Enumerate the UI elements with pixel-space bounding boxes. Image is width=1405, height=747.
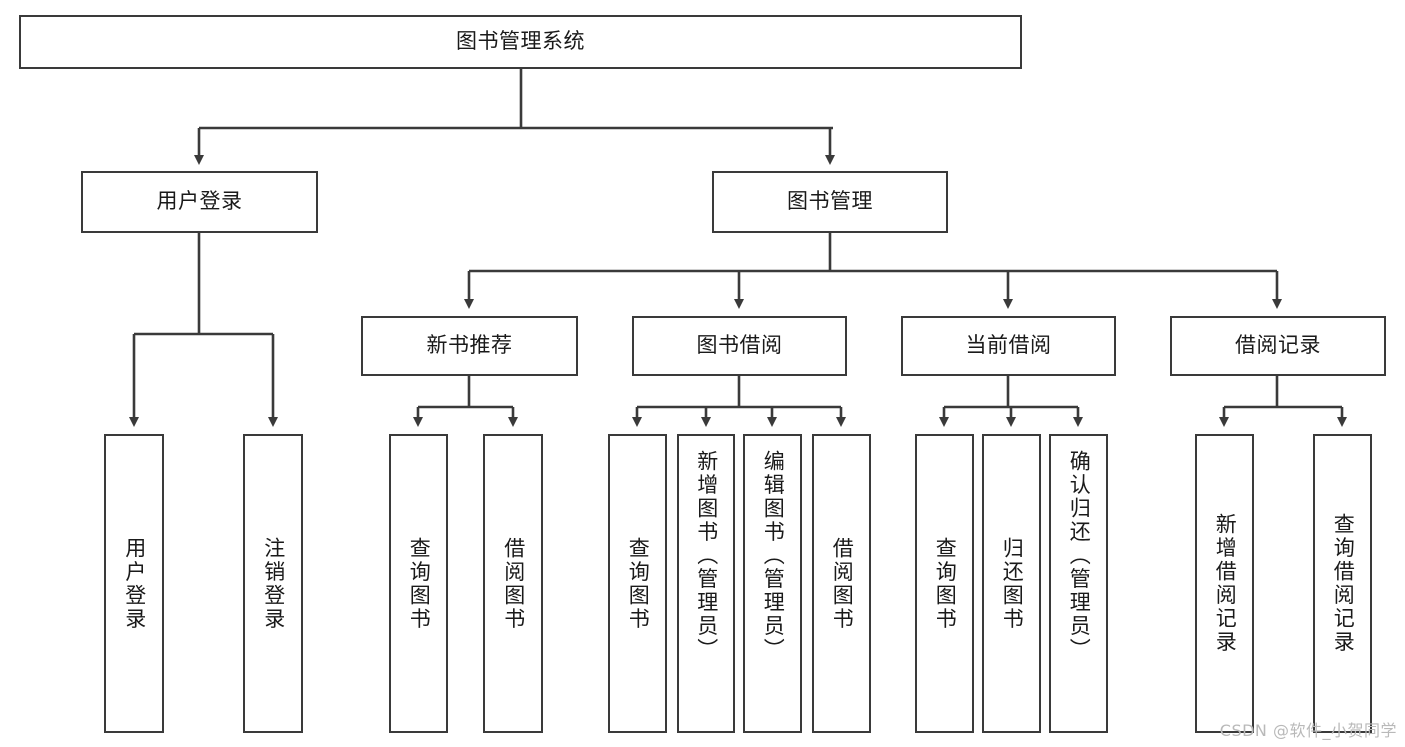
node-leaf-edit-book-label: 编辑图书（管理员）	[761, 450, 786, 662]
node-leaf-borrow-book-2-label: 借阅图书	[830, 536, 855, 631]
node-root-label: 图书管理系统	[456, 29, 585, 54]
node-leaf-add-book[interactable]: 新增图书（管理员）	[677, 434, 735, 733]
node-leaf-query-book-2-label: 查询图书	[626, 536, 651, 631]
node-leaf-logout-label: 注销登录	[261, 536, 286, 631]
node-borrow-record[interactable]: 借阅记录	[1170, 316, 1386, 376]
node-leaf-query-book-3-label: 查询图书	[933, 536, 958, 631]
node-leaf-query-book-1[interactable]: 查询图书	[389, 434, 448, 733]
node-leaf-return-book-label: 归还图书	[1000, 536, 1025, 631]
node-leaf-user-login-label: 用户登录	[122, 536, 147, 631]
node-root[interactable]: 图书管理系统	[19, 15, 1022, 69]
node-leaf-query-book-3[interactable]: 查询图书	[915, 434, 974, 733]
node-leaf-borrow-book-1-label: 借阅图书	[501, 536, 526, 631]
node-new-book-recommend[interactable]: 新书推荐	[361, 316, 578, 376]
node-leaf-add-book-label: 新增图书（管理员）	[694, 450, 719, 662]
node-leaf-borrow-book-1[interactable]: 借阅图书	[483, 434, 543, 733]
node-leaf-user-login[interactable]: 用户登录	[104, 434, 164, 733]
node-leaf-confirm-return[interactable]: 确认归还（管理员）	[1049, 434, 1108, 733]
node-leaf-query-book-2[interactable]: 查询图书	[608, 434, 667, 733]
node-leaf-query-record[interactable]: 查询借阅记录	[1313, 434, 1372, 733]
node-book-borrow[interactable]: 图书借阅	[632, 316, 847, 376]
node-leaf-query-book-1-label: 查询图书	[407, 536, 432, 631]
node-leaf-add-record[interactable]: 新增借阅记录	[1195, 434, 1254, 733]
node-user-login[interactable]: 用户登录	[81, 171, 318, 233]
node-leaf-add-record-label: 新增借阅记录	[1213, 513, 1238, 654]
node-leaf-logout[interactable]: 注销登录	[243, 434, 303, 733]
node-current-borrow[interactable]: 当前借阅	[901, 316, 1116, 376]
node-leaf-confirm-return-label: 确认归还（管理员）	[1067, 450, 1092, 662]
node-leaf-return-book[interactable]: 归还图书	[982, 434, 1041, 733]
node-leaf-query-record-label: 查询借阅记录	[1331, 513, 1356, 654]
node-leaf-edit-book[interactable]: 编辑图书（管理员）	[743, 434, 802, 733]
node-borrow-record-label: 借阅记录	[1235, 333, 1321, 358]
node-book-manage-label: 图书管理	[787, 189, 873, 214]
node-current-borrow-label: 当前借阅	[965, 333, 1052, 358]
node-new-book-recommend-label: 新书推荐	[426, 333, 513, 358]
node-user-login-label: 用户登录	[156, 189, 243, 214]
node-book-borrow-label: 图书借阅	[696, 333, 783, 358]
node-leaf-borrow-book-2[interactable]: 借阅图书	[812, 434, 871, 733]
node-book-manage[interactable]: 图书管理	[712, 171, 948, 233]
